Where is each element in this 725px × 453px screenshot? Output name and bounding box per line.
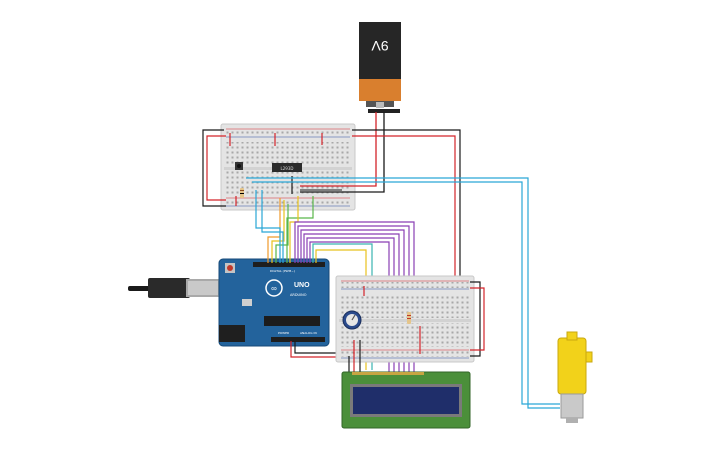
battery-label: 9V (371, 38, 389, 54)
bottom-board-jumpers (353, 286, 421, 354)
atmega-chip (264, 316, 320, 326)
battery-9v[interactable]: 9V (359, 22, 401, 113)
arduino-model-label: UNO (294, 282, 310, 289)
arduino-5v-wire (290, 341, 343, 358)
motor-wire-blue-2 (252, 181, 560, 405)
arduino-brand-label: ARDUINO (290, 293, 307, 297)
power-header-label: POWER (278, 331, 289, 335)
svg-text:∞: ∞ (271, 284, 277, 293)
power-jack (219, 325, 245, 342)
wire-yellow-2 (289, 196, 299, 263)
potentiometer[interactable] (342, 310, 362, 330)
analog-header-label: ANALOG IN (300, 331, 317, 335)
digital-header-label: DIGITAL (PWM~) (270, 269, 295, 273)
battery-red-lead (300, 112, 377, 187)
arduino-logo-icon (265, 279, 283, 297)
battery-black-lead (300, 112, 385, 193)
wire-yellow-1 (271, 200, 285, 263)
bottom-resistor (407, 312, 411, 324)
arduino-uno[interactable]: ∞ UNO ARDUINO DIGITAL (PWM~) POWER ANALO… (128, 258, 330, 347)
wire-blue-board-2 (261, 190, 284, 263)
usb-cable (128, 286, 154, 291)
bottom-breadboard[interactable] (335, 275, 475, 363)
arduino-gnd-wire (294, 341, 343, 354)
bottom-rail-loop-red (470, 287, 485, 351)
chip-label: L293D (281, 166, 294, 171)
push-button[interactable] (235, 162, 243, 170)
dc-motor[interactable] (557, 331, 593, 423)
wire-blue-board-1 (255, 190, 281, 263)
bottom-rail-loop (470, 281, 481, 357)
motor-wire-blue-1 (246, 177, 560, 409)
wire-green-1 (275, 204, 289, 263)
usb-plug (148, 278, 190, 298)
top-rail-loop-left (202, 129, 226, 207)
top-breadboard[interactable] (220, 123, 356, 211)
wire-orange-1 (267, 198, 281, 263)
motor-driver-chip[interactable]: L293D (272, 163, 302, 172)
top-rail-loop-left-red (206, 135, 226, 201)
lcd-display[interactable] (341, 371, 471, 429)
top-rail-loop-right (352, 129, 470, 281)
wire-green-2 (286, 196, 314, 263)
top-resistor (240, 188, 244, 198)
